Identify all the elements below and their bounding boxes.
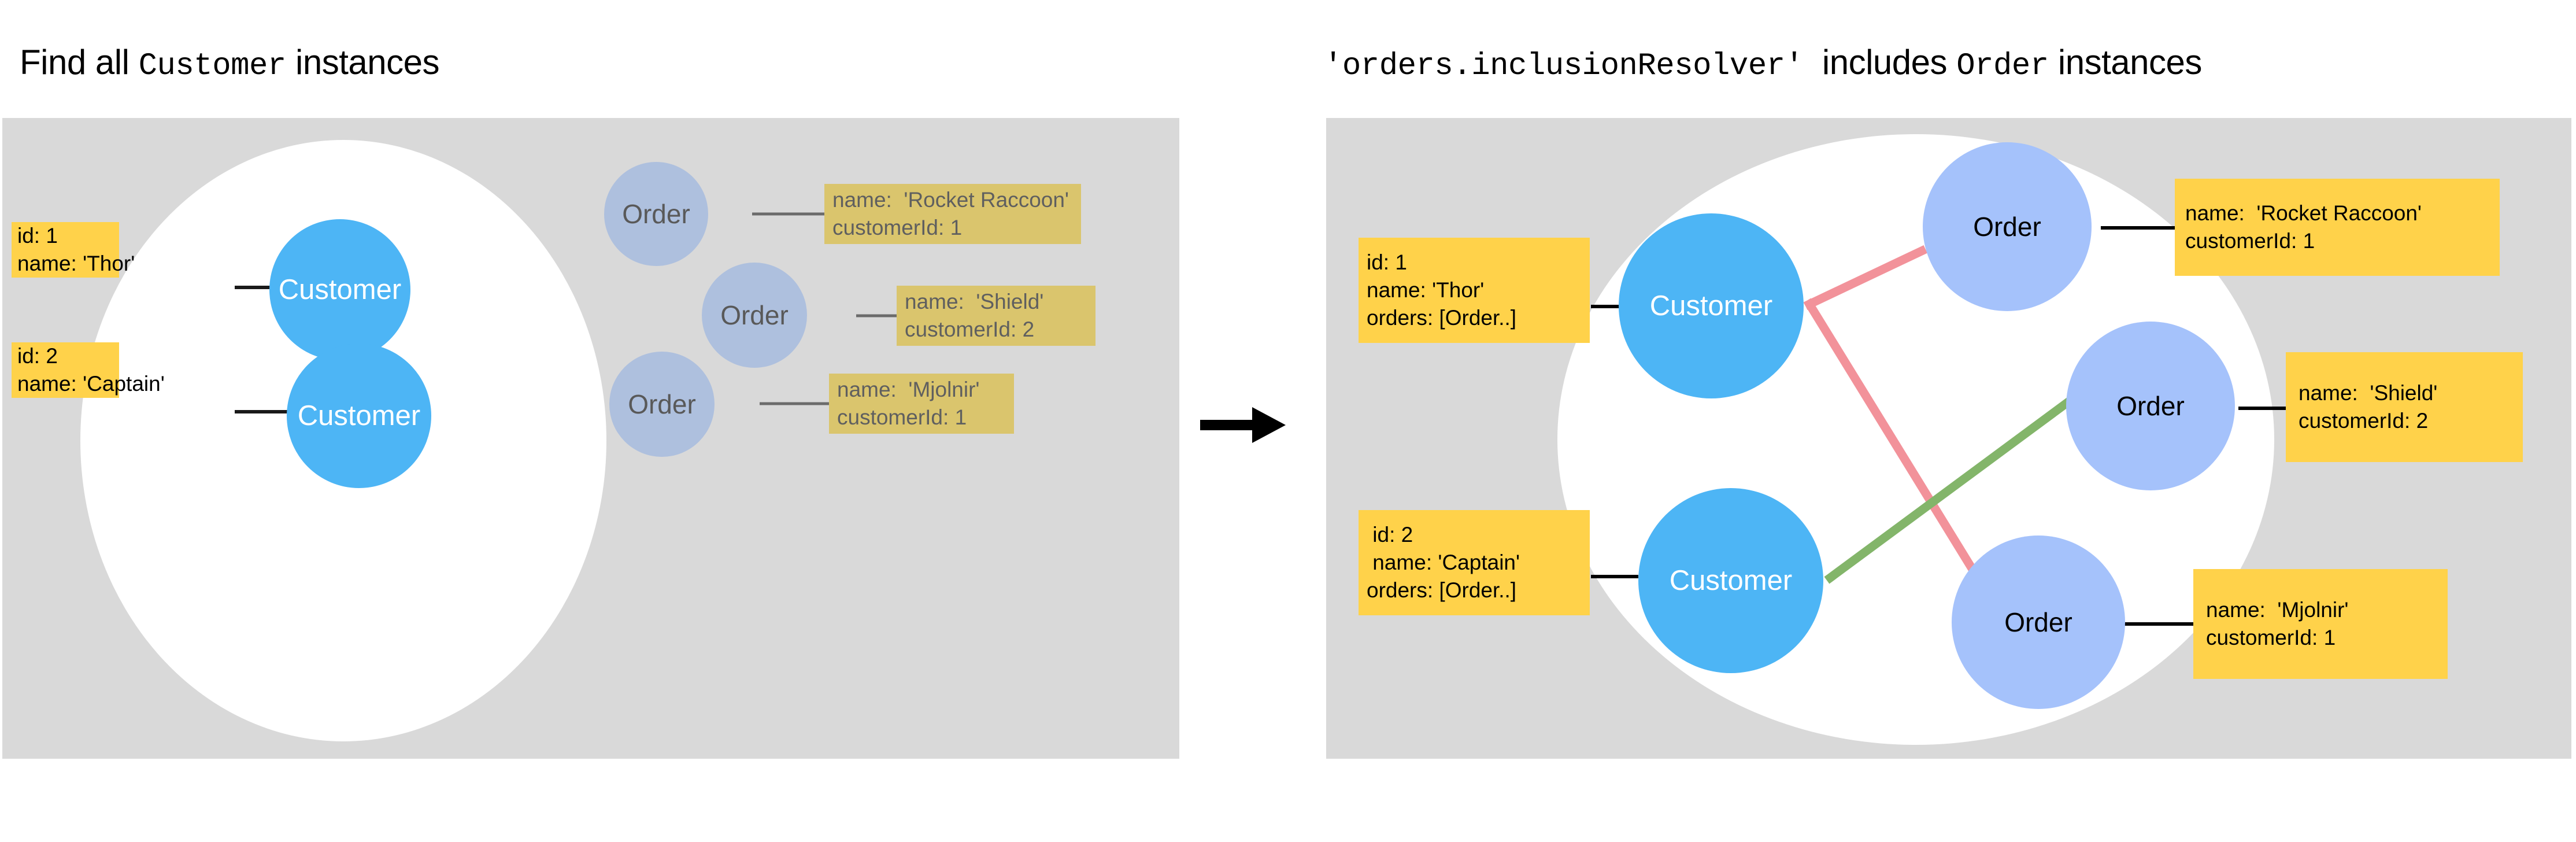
node-label: Order: [1973, 212, 2041, 242]
box-line: id: 2: [17, 344, 58, 368]
left-order-box-2: name: 'Shield' customerId: 2: [897, 286, 1095, 346]
box-line: customerId: 1: [2206, 626, 2336, 649]
left-panel-title: Find all Customer instances: [20, 45, 439, 82]
right-order-box-2: name: 'Shield' customerId: 2: [2286, 352, 2523, 462]
relation-thor-to-mjolnir: [1803, 298, 1986, 587]
left-order-node-3[interactable]: Order: [609, 352, 715, 457]
right-order-node-1[interactable]: Order: [1923, 142, 2092, 311]
node-label: Order: [628, 389, 696, 419]
box-line: name: 'Thor': [1367, 278, 1485, 302]
box-line: customerId: 1: [832, 216, 963, 239]
box-line: name: 'Shield': [2299, 381, 2438, 405]
node-label: Order: [720, 300, 789, 330]
right-title-code-suffix: Order: [1956, 49, 2049, 84]
relation-captain-to-shield: [1824, 395, 2075, 584]
right-customer-node-2[interactable]: Customer: [1638, 488, 1823, 673]
box-line: name: 'Mjolnir': [837, 377, 980, 401]
right-customer-node-1[interactable]: Customer: [1619, 213, 1804, 398]
node-label: Order: [2116, 391, 2185, 421]
left-title-prefix: Find all: [20, 43, 129, 82]
box-line: id: 2: [1367, 522, 1413, 546]
right-arrow-icon: [1200, 407, 1286, 443]
box-line: name: 'Shield': [905, 289, 1044, 313]
right-customer-box-1: id: 1 name: 'Thor' orders: [Order..]: [1359, 238, 1590, 343]
node-label: Customer: [1669, 564, 1793, 596]
box-line: customerId: 2: [2299, 409, 2429, 433]
left-title-code: Customer: [138, 49, 287, 84]
box-line: name: 'Captain': [17, 372, 165, 396]
box-line: name: 'Rocket Raccoon': [832, 187, 1069, 212]
node-label: Order: [622, 199, 690, 229]
right-order-box-3: name: 'Mjolnir' customerId: 1: [2193, 569, 2448, 679]
box-line: id: 1: [17, 223, 58, 248]
node-label: Customer: [278, 274, 402, 305]
box-line: customerId: 2: [905, 317, 1035, 341]
box-line: name: 'Mjolnir': [2206, 597, 2349, 622]
box-line: id: 1: [1367, 250, 1407, 274]
right-order-node-2[interactable]: Order: [2066, 322, 2235, 490]
right-title-middle: includes: [1822, 43, 1948, 82]
box-line: customerId: 1: [837, 405, 967, 429]
left-title-suffix: instances: [295, 43, 439, 82]
node-label: Customer: [1649, 290, 1773, 322]
box-line: orders: [Order..]: [1367, 578, 1517, 603]
left-order-box-1: name: 'Rocket Raccoon' customerId: 1: [824, 184, 1081, 244]
left-order-node-1[interactable]: Order: [604, 162, 708, 266]
right-order-box-1: name: 'Rocket Raccoon' customerId: 1: [2175, 179, 2500, 276]
box-line: name: 'Thor': [17, 252, 135, 275]
node-label: Order: [2004, 607, 2072, 637]
left-customer-node-1[interactable]: Customer: [269, 219, 410, 360]
right-title-code-prefix: 'orders.inclusionResolver': [1324, 49, 1804, 84]
box-line: customerId: 1: [2185, 229, 2315, 253]
right-diagram-panel: Customer Customer id: 1 name: 'Thor' ord…: [1326, 118, 2571, 759]
right-customer-box-2: id: 2 name: 'Captain' orders: [Order..]: [1359, 510, 1590, 615]
right-order-node-3[interactable]: Order: [1952, 536, 2125, 709]
left-order-box-3: name: 'Mjolnir' customerId: 1: [829, 374, 1014, 434]
node-label: Customer: [297, 400, 421, 431]
relation-thor-to-rocket-raccoon: [1804, 245, 1927, 310]
box-line: orders: [Order..]: [1367, 306, 1517, 330]
left-customer-node-2[interactable]: Customer: [287, 344, 431, 488]
left-order-node-2[interactable]: Order: [702, 263, 807, 368]
left-diagram-panel: Customer Customer id: 1 name: 'Thor' id:…: [2, 118, 1179, 759]
left-customer-box-2: id: 2 name: 'Captain': [12, 342, 165, 398]
right-title-suffix: instances: [2057, 43, 2202, 82]
box-line: name: 'Captain': [1367, 550, 1520, 574]
box-line: name: 'Rocket Raccoon': [2185, 201, 2422, 225]
right-panel-title: 'orders.inclusionResolver' includes Orde…: [1324, 45, 2202, 82]
left-customer-box-1: id: 1 name: 'Thor': [12, 222, 135, 278]
